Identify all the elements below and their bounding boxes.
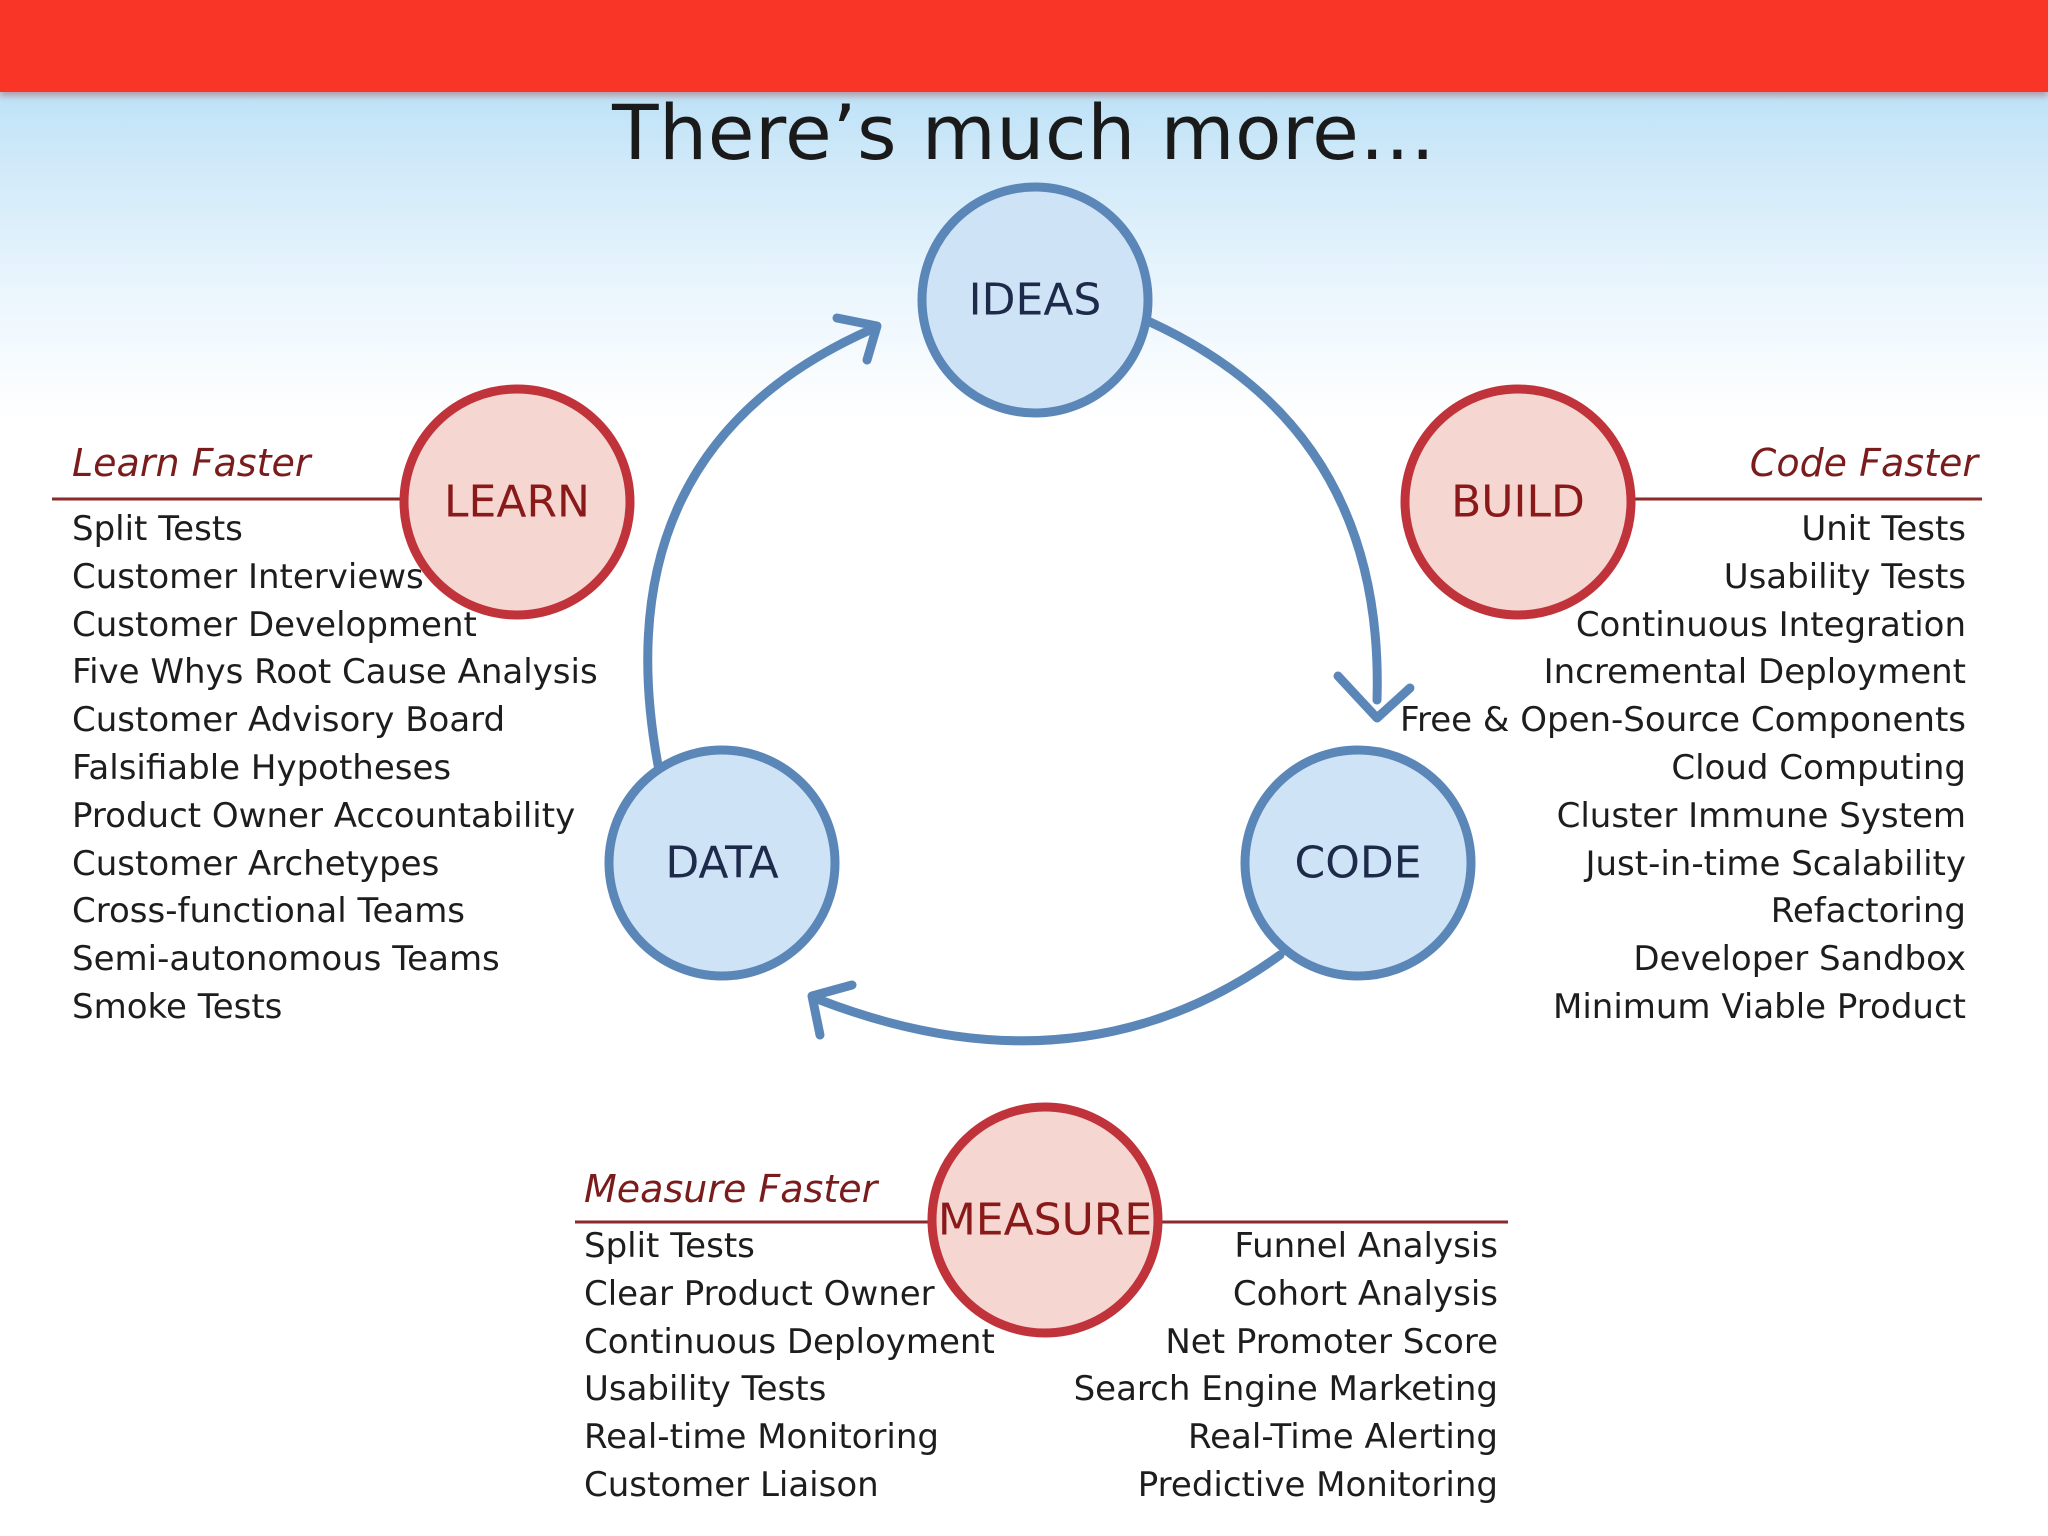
learn-practice-item: Falsifiable Hypotheses	[72, 747, 452, 788]
build-label: BUILD	[1451, 477, 1585, 528]
learn-practice-item: Cross-functional Teams	[72, 891, 466, 932]
measure-node: MEASURE	[927, 1102, 1163, 1338]
learn-practice-item: Customer Archetypes	[72, 843, 440, 884]
learn-node: LEARN	[399, 384, 635, 620]
build-practice-item: Incremental Deployment	[1543, 652, 1966, 693]
data-node: DATA	[604, 745, 840, 981]
build-practice-item: Refactoring	[1770, 891, 1966, 932]
learn-practice-item: Five Whys Root Cause Analysis	[72, 652, 598, 693]
measure-practice-item: Net Promoter Score	[1165, 1321, 1498, 1362]
measure-practice-item: Continuous Deployment	[584, 1321, 995, 1362]
build-practice-item: Just-in-time Scalability	[1585, 843, 1966, 884]
page-title: There’s much more…	[612, 88, 1436, 177]
measure-practice-item: Funnel Analysis	[1234, 1226, 1498, 1266]
build-practice-item: Developer Sandbox	[1633, 939, 1966, 980]
build-practice-item: Usability Tests	[1723, 556, 1966, 597]
measure-practice-item: Usability Tests	[584, 1369, 827, 1410]
build-heading: Code Faster	[1749, 441, 1978, 485]
ideas-to-code-arrow	[1145, 317, 1382, 705]
build-practice-item: Cloud Computing	[1671, 747, 1966, 788]
build-practice-item: Unit Tests	[1801, 509, 1966, 549]
code-to-data-arrow	[815, 950, 1285, 1046]
code-label: CODE	[1294, 838, 1421, 889]
learn-practice-item: Customer Interviews	[72, 556, 424, 597]
top-banner	[0, 0, 2048, 92]
data-to-ideas-arrowhead	[832, 313, 882, 365]
data-label: DATA	[665, 838, 778, 889]
code-node: CODE	[1240, 745, 1476, 981]
code-to-data-arrowhead	[807, 980, 857, 1040]
build-node: BUILD	[1400, 384, 1636, 620]
learn-practice-item: Customer Development	[72, 604, 477, 645]
measure-heading: Measure Faster	[584, 1167, 878, 1211]
measure-practice-item: Real-time Monitoring	[584, 1417, 940, 1458]
learn-label: LEARN	[444, 477, 590, 528]
measure-practice-item: Clear Product Owner	[584, 1273, 935, 1314]
learn-practice-item: Smoke Tests	[72, 986, 283, 1027]
measure-practice-item: Customer Liaison	[584, 1464, 879, 1505]
learn-practice-item: Semi-autonomous Teams	[72, 939, 500, 980]
build-practice-item: Free & Open-Source Components	[1399, 700, 1966, 741]
build-practice-item: Minimum Viable Product	[1552, 986, 1966, 1027]
measure-label: MEASURE	[938, 1195, 1152, 1246]
measure-practice-item: Predictive Monitoring	[1137, 1464, 1498, 1505]
learn-practice-item: Product Owner Accountability	[72, 795, 576, 836]
ideas-to-code-arrowhead	[1333, 671, 1415, 723]
ideas-node: IDEAS	[917, 182, 1153, 418]
measure-practice-item: Real-Time Alerting	[1188, 1417, 1498, 1458]
ideas-label: IDEAS	[969, 275, 1102, 326]
data-to-ideas-arrow	[643, 325, 875, 770]
learn-practice-item: Split Tests	[72, 509, 243, 549]
measure-practice-item: Split Tests	[584, 1226, 755, 1266]
measure-practice-item: Cohort Analysis	[1232, 1273, 1498, 1314]
build-practice-item: Continuous Integration	[1575, 604, 1966, 645]
learn-heading: Learn Faster	[72, 441, 311, 485]
build-practice-item: Cluster Immune System	[1556, 795, 1966, 836]
learn-practice-item: Customer Advisory Board	[72, 700, 506, 741]
measure-practice-item: Search Engine Marketing	[1073, 1369, 1498, 1410]
